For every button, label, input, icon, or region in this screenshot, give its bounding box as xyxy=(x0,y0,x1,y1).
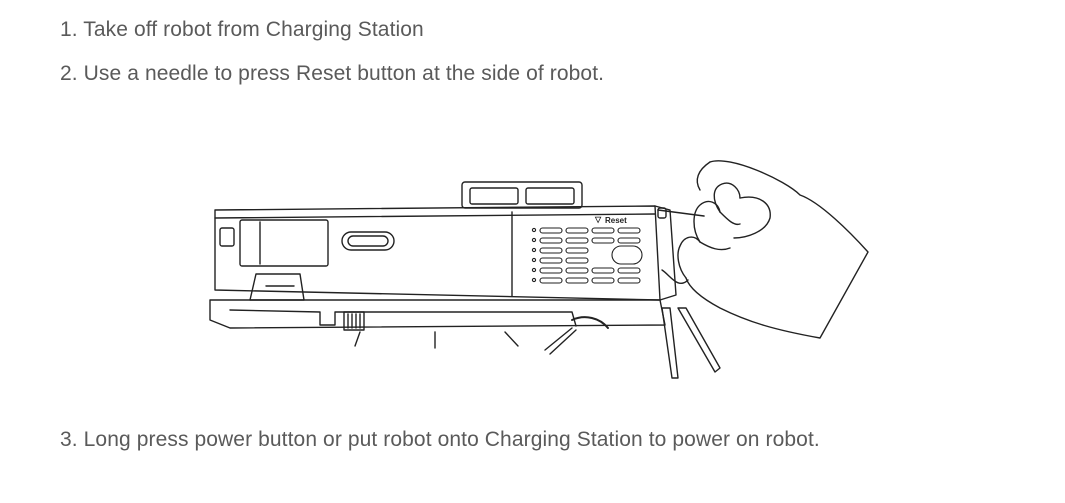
robot-base xyxy=(209,299,666,355)
instruction-step-3: 3. Long press power button or put robot … xyxy=(60,428,820,451)
robot-top-cover xyxy=(461,181,583,209)
robot-reset-illustration: ▽ Reset xyxy=(209,160,869,379)
reset-marker: ▽ xyxy=(594,215,602,224)
robot-body xyxy=(214,205,661,301)
hand-with-needle xyxy=(657,160,869,339)
instruction-step-1: 1. Take off robot from Charging Station xyxy=(60,18,424,41)
reset-text: Reset xyxy=(605,216,627,225)
robot-vent-grille xyxy=(531,227,643,284)
reset-button-label: ▽ Reset xyxy=(594,215,627,225)
robot-side xyxy=(654,205,689,301)
instruction-step-2: 2. Use a needle to press Reset button at… xyxy=(60,62,605,85)
robot-side-brush xyxy=(661,307,721,379)
